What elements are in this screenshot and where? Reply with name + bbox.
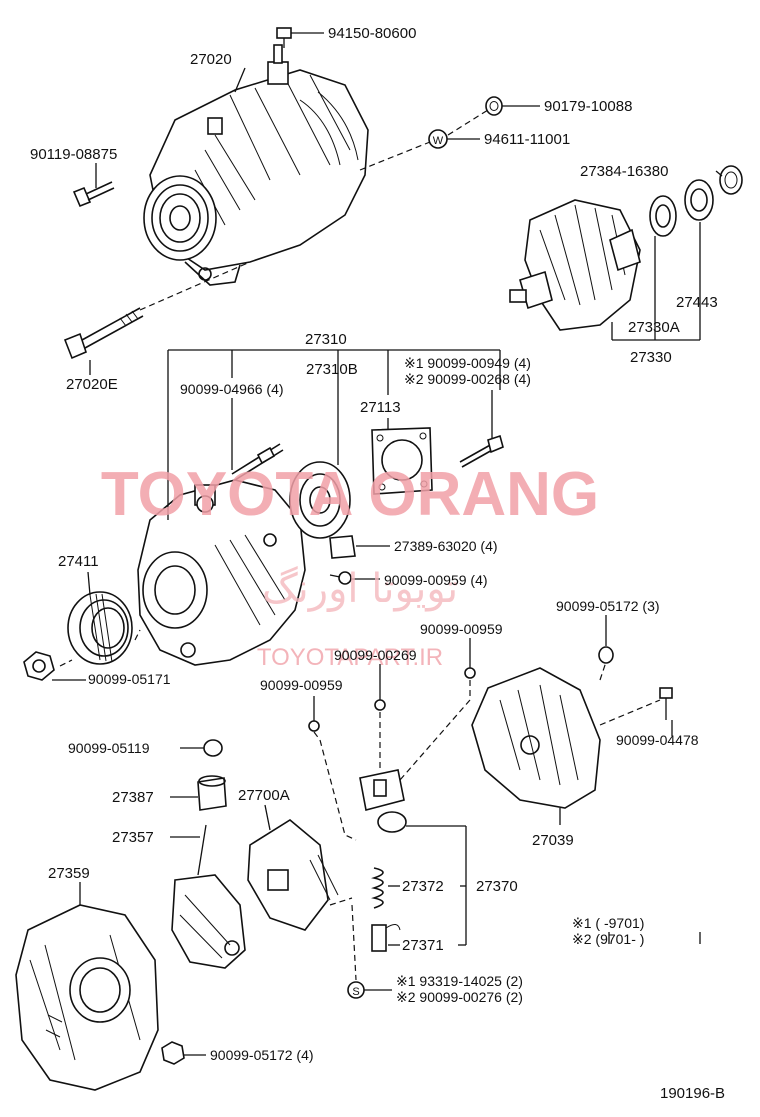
label-90099-05171: 90099-05171: [88, 671, 171, 687]
label-27020E: 27020E: [66, 376, 118, 393]
nut-90099-05172-4-drawing: [161, 1041, 185, 1065]
terminal-27387-drawing: [197, 775, 227, 811]
label-90099-05172-3: 90099-05172 (3): [556, 598, 660, 614]
label-27039: 27039: [532, 832, 574, 849]
label-90099-00269: 90099-00269: [334, 647, 417, 663]
washer-94611-11001-drawing: W: [428, 129, 448, 149]
screw-90099-00949-drawing: [459, 434, 504, 468]
retainer-plate-27113-drawing: [371, 427, 433, 495]
part-labels: 94150-80600 27020 90179-10088 94611-1100…: [30, 25, 725, 1102]
brush-spring-drawing: [371, 867, 401, 952]
small-screws-drawing: [308, 667, 476, 732]
rotor-assembly-drawing: [509, 165, 743, 331]
nut-90099-05171-drawing: [23, 651, 55, 681]
alternator-assembly-drawing: [143, 44, 369, 286]
label-27700A: 27700A: [238, 787, 290, 804]
label-90119-08875: 90119-08875: [30, 146, 117, 163]
label-90099-00959-b: 90099-00959: [420, 621, 503, 637]
bolt-90099-04478-drawing: [659, 687, 673, 720]
label-27387: 27387: [112, 789, 154, 806]
label-27359: 27359: [48, 865, 90, 882]
label-27384-16380: 27384-16380: [580, 163, 668, 180]
label-note2-90099-00276: ※2 90099-00276 (2): [396, 989, 523, 1005]
bolt-90119-08875-drawing: [72, 181, 115, 208]
label-27411: 27411: [58, 553, 99, 570]
label-90099-00959-c: 90099-00959: [260, 677, 343, 693]
figure-code: 190196-B: [660, 1085, 725, 1102]
bushing-90099-05119-drawing: [203, 739, 223, 757]
nut-90179-10088-drawing: [485, 96, 503, 116]
label-94150-80600: 94150-80600: [328, 25, 416, 42]
label-90099-05172-4: 90099-05172 (4): [210, 1047, 314, 1063]
label-note2-90099-00268: ※2 90099-00268 (4): [404, 371, 531, 387]
label-27330A: 27330A: [628, 319, 680, 336]
screw-90099-00959-drawing: [329, 571, 352, 585]
legend-note-2: ※2 (9701- ): [572, 931, 644, 947]
label-27310: 27310: [305, 331, 347, 348]
bolt-27020E-drawing: [63, 307, 144, 360]
screw-90099-04966-drawing: [231, 443, 284, 481]
watermark-brand: TOYOTA ORANG: [101, 460, 599, 529]
end-cover-27039-drawing: [471, 667, 601, 809]
label-94611-11001: 94611-11001: [484, 131, 570, 148]
label-note1-93319-14025: ※1 93319-14025 (2): [396, 973, 523, 989]
label-27310B: 27310B: [306, 361, 358, 378]
rear-cover-27359-drawing: [15, 904, 159, 1091]
label-27389-63020: 27389-63020 (4): [394, 538, 498, 554]
leader-lines: [52, 32, 723, 1056]
label-90099-04966: 90099-04966 (4): [180, 381, 284, 397]
watermark-url: TOYOTAPART.IR: [257, 644, 443, 671]
legend-note-1: ※1 ( -9701): [572, 915, 644, 931]
label-27113: 27113: [360, 399, 401, 416]
label-90099-05119: 90099-05119: [68, 740, 150, 756]
label-27357: 27357: [112, 829, 154, 846]
label-27370: 27370: [476, 878, 518, 895]
screw-93319-14025-drawing: S: [347, 981, 365, 999]
label-note1-90099-00949: ※1 90099-00949 (4): [404, 355, 531, 371]
label-90179-10088: 90179-10088: [544, 98, 632, 115]
label-27372: 27372: [402, 878, 444, 895]
bearing-27310B-drawing: [289, 461, 351, 539]
brush-holder-27357-drawing: [171, 824, 246, 969]
pulley-27411-drawing: [67, 591, 133, 665]
label-27020: 27020: [190, 51, 232, 68]
washer-w-mark: W: [433, 135, 444, 147]
label-90099-04478: 90099-04478: [616, 732, 699, 748]
watermark: TOYOTA ORANG تویوتا اورنگ TOYOTAPART.IR: [101, 460, 599, 671]
clip-27389-63020-drawing: [329, 535, 356, 559]
label-27443: 27443: [676, 294, 718, 311]
regulator-27700A-drawing: [247, 819, 339, 931]
label-27371: 27371: [402, 937, 444, 954]
nut-90099-05172-3-drawing: [598, 646, 614, 664]
screw-s-mark: S: [352, 986, 359, 998]
label-27330: 27330: [630, 349, 672, 366]
label-90099-00959-4: 90099-00959 (4): [384, 572, 488, 588]
terminal-insulator-drawing: [359, 769, 407, 833]
watermark-brand-fa: تویوتا اورنگ: [262, 566, 458, 612]
drive-end-frame-drawing: [137, 479, 306, 666]
